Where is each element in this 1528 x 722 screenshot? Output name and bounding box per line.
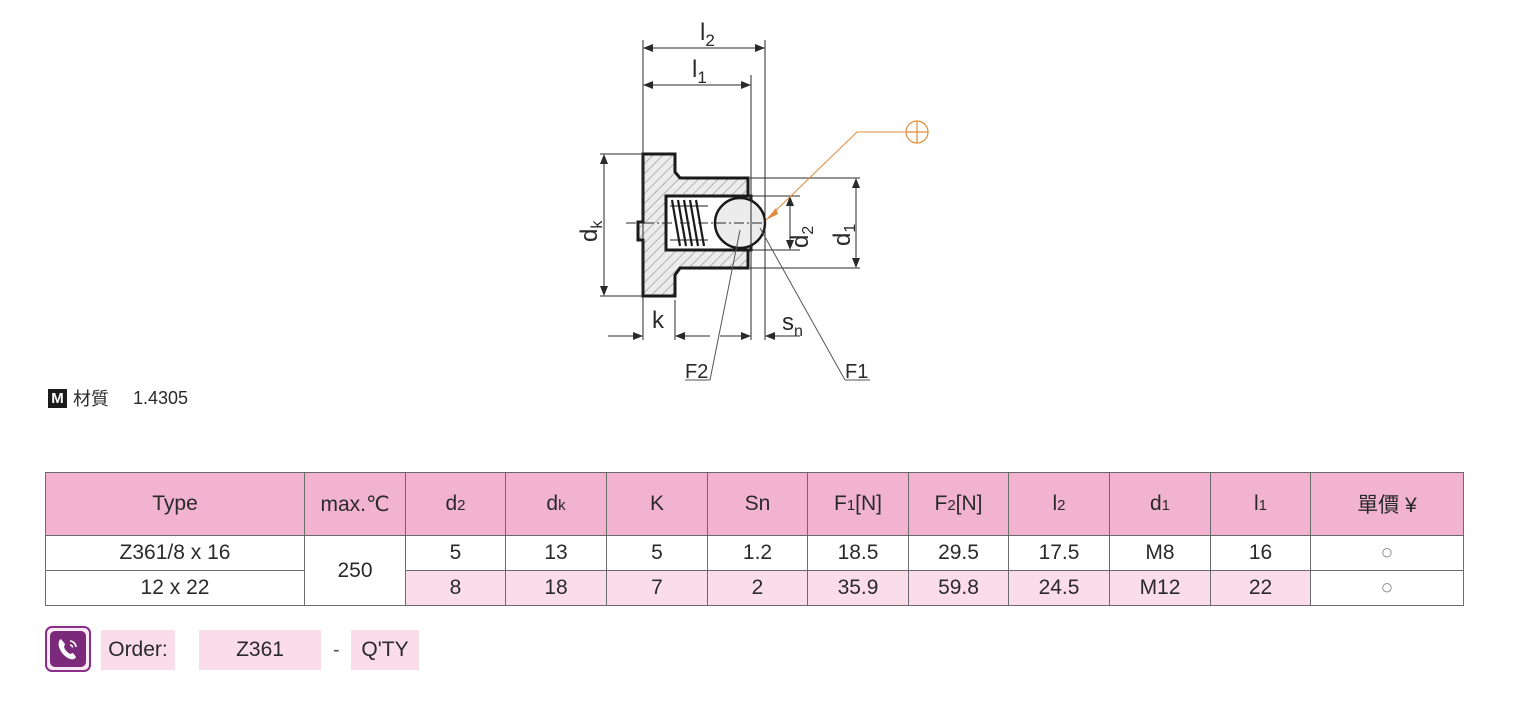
header-f2: F2[N] <box>908 472 1009 536</box>
cell-f2: 29.5 <box>908 535 1009 571</box>
header-f1: F1[N] <box>807 472 909 536</box>
label-k: k <box>652 307 665 334</box>
cell-dk: 13 <box>505 535 607 571</box>
order-label: Order: <box>101 630 175 670</box>
label-sn: sn <box>782 309 803 340</box>
cell-type: Z361/8 x 16 <box>45 535 305 571</box>
spec-table: Type max.℃ d2 dk K Sn F1[N] F2[N] l2 d1 … <box>45 472 1464 606</box>
header-k: K <box>606 472 708 536</box>
cell-f1: 18.5 <box>807 535 909 571</box>
table-row: Z361/8 x 16 250 5 13 5 1.2 18.5 29.5 17.… <box>45 535 1464 606</box>
cell-dk: 18 <box>505 570 607 606</box>
cell-k: 7 <box>606 570 708 606</box>
material-label: 材質 <box>73 389 109 409</box>
cell-max-temp: 250 <box>304 535 406 606</box>
header-d1: d1 <box>1109 472 1211 536</box>
header-max-temp: max.℃ <box>304 472 406 536</box>
label-f2: F2 <box>685 361 708 383</box>
technical-drawing: l2 l1 dk d2 d1 k sn F2 F1 <box>560 10 980 390</box>
label-d1: d1 <box>829 224 859 246</box>
material-icon: M <box>48 388 67 408</box>
material-line: M 材質 1.4305 <box>48 387 188 409</box>
cell-l1: 16 <box>1210 535 1311 571</box>
cell-price: ○ <box>1310 570 1464 606</box>
cell-sn: 2 <box>707 570 808 606</box>
header-dk: dk <box>505 472 607 536</box>
header-l1: l1 <box>1210 472 1311 536</box>
cell-f1: 35.9 <box>807 570 909 606</box>
label-d2: d2 <box>787 226 817 248</box>
cell-d2: 5 <box>405 535 506 571</box>
table-row: 12 x 22 8 18 7 2 35.9 59.8 24.5 M12 22 ○ <box>45 570 1464 606</box>
header-l2: l2 <box>1008 472 1110 536</box>
header-sn: Sn <box>707 472 808 536</box>
label-l1: l1 <box>692 56 707 87</box>
cell-l2: 24.5 <box>1008 570 1110 606</box>
header-price: 單價 ¥ <box>1310 472 1464 536</box>
order-code: Z361 <box>199 630 321 670</box>
cell-k: 5 <box>606 535 708 571</box>
label-f1: F1 <box>845 361 868 383</box>
cell-l2: 17.5 <box>1008 535 1110 571</box>
cell-l1: 22 <box>1210 570 1311 606</box>
phone-icon[interactable] <box>45 626 91 672</box>
cell-f2: 59.8 <box>908 570 1009 606</box>
header-type: Type <box>45 472 305 536</box>
cell-d1: M12 <box>1109 570 1211 606</box>
cell-type: 12 x 22 <box>45 570 305 606</box>
cell-d1: M8 <box>1109 535 1211 571</box>
order-separator: - <box>333 638 340 661</box>
material-value: 1.4305 <box>133 387 189 408</box>
part-section <box>636 152 767 298</box>
header-d2: d2 <box>405 472 506 536</box>
cell-sn: 1.2 <box>707 535 808 571</box>
label-l2: l2 <box>700 19 715 50</box>
reference-leader <box>765 120 929 221</box>
cell-price: ○ <box>1310 535 1464 571</box>
cell-d2: 8 <box>405 570 506 606</box>
order-qty[interactable]: Q'TY <box>351 630 419 670</box>
table-header-row: Type max.℃ d2 dk K Sn F1[N] F2[N] l2 d1 … <box>45 472 1464 536</box>
label-dk: dk <box>576 220 606 242</box>
